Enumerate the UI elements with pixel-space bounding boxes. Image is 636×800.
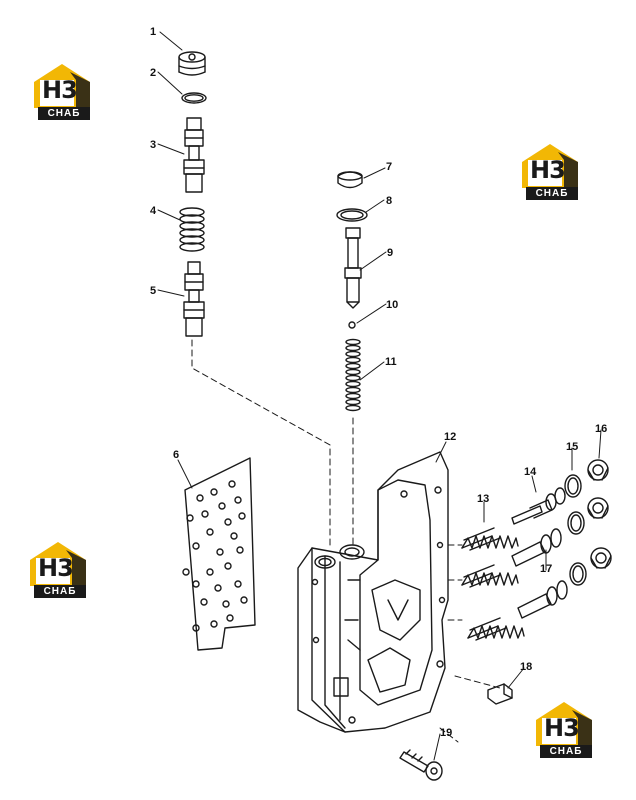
logo-word: CHAБ (540, 745, 592, 758)
logo-word: CHAБ (526, 187, 578, 200)
part-label: 3 (150, 139, 156, 151)
part-label: 2 (150, 67, 156, 79)
watermark-logo: H3 CHAБ (30, 62, 94, 122)
watermark-logo: H3 CHAБ (532, 700, 596, 760)
part-label: 4 (150, 205, 157, 217)
part-label: 17 (540, 563, 552, 575)
part-valve (517, 580, 568, 619)
part-valve (511, 528, 562, 567)
part-ring (336, 208, 368, 222)
part-spring (345, 338, 361, 412)
part-separator-plate (182, 457, 256, 651)
part-valve-body (297, 451, 449, 733)
part-label: 11 (385, 356, 397, 368)
alignment-lines (191, 339, 501, 743)
part-clip (487, 683, 513, 705)
part-label: 16 (595, 423, 607, 435)
logo-word: CHAБ (34, 585, 86, 598)
logo-mark: H3 (38, 554, 74, 582)
watermark-logo: H3 CHAБ (26, 540, 90, 600)
part-ring (567, 511, 585, 535)
logo-mark: H3 (544, 714, 580, 742)
logo-house-icon (30, 542, 86, 586)
part-plunger (344, 227, 362, 309)
watermark-logo: H3 CHAБ (518, 142, 582, 202)
part-label: 8 (386, 195, 392, 207)
part-label: 7 (386, 161, 392, 173)
part-valve-spool (183, 261, 205, 337)
logo-word: CHAБ (38, 107, 90, 120)
logo-mark: H3 (42, 76, 78, 104)
part-label: 19 (440, 727, 452, 739)
part-spring (179, 207, 205, 252)
part-labels: 1 2 3 4 5 6 7 8 9 10 11 12 13 14 15 16 1… (150, 26, 607, 739)
part-plug (587, 459, 609, 481)
part-label: 10 (386, 299, 398, 311)
logo-house-icon (536, 702, 592, 746)
part-label: 13 (477, 493, 489, 505)
part-bolt (399, 749, 443, 781)
part-plug (178, 51, 206, 76)
part-plug (590, 547, 612, 569)
part-ball (348, 321, 356, 329)
part-label: 18 (520, 661, 532, 673)
part-label: 14 (524, 466, 537, 478)
part-label: 12 (444, 431, 456, 443)
part-valve-spool (183, 117, 205, 193)
part-ring (569, 562, 587, 586)
part-springs (461, 527, 525, 641)
part-label: 5 (150, 285, 156, 297)
part-cap (337, 171, 363, 189)
logo-house-icon (34, 64, 90, 108)
part-label: 15 (566, 441, 578, 453)
leader-lines (157, 31, 602, 761)
part-label: 9 (387, 247, 393, 259)
logo-house-icon (522, 144, 578, 188)
logo-mark: H3 (530, 156, 566, 184)
part-ring (564, 474, 582, 498)
part-label: 1 (150, 26, 156, 38)
part-plug (587, 497, 609, 519)
part-valve (511, 487, 566, 525)
part-label: 6 (173, 449, 179, 461)
part-ring (181, 92, 207, 104)
